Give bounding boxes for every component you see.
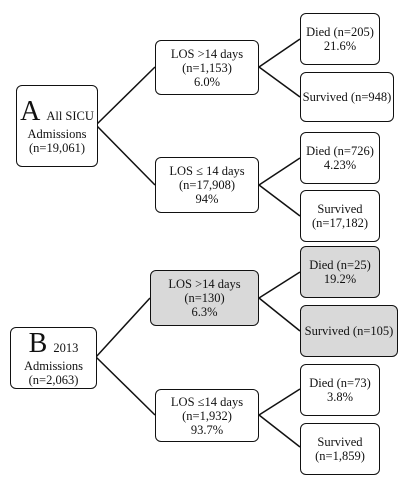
panel-a-short-stay-box: LOS ≤ 14 days (n=17,908) 94% bbox=[155, 157, 259, 213]
connector-b-long-survived bbox=[258, 297, 301, 332]
panel-a-long-stay-percent: 6.0% bbox=[193, 74, 221, 89]
panel-b-short-stay-count: (n=1,932) bbox=[182, 408, 232, 423]
panel-a-short-died-percent: 4.23% bbox=[323, 158, 357, 172]
panel-a-short-died-count: Died (n=726) bbox=[306, 144, 374, 158]
panel-b-root-box: B 2013 Admissions (n=2,063) bbox=[10, 327, 97, 389]
panel-a-long-stay-count: (n=1,153) bbox=[182, 60, 232, 75]
panel-a-long-stay-box: LOS >14 days (n=1,153) 6.0% bbox=[155, 40, 259, 95]
panel-b-short-survived-box: Survived (n=1,859) bbox=[300, 423, 380, 475]
panel-a-short-stay-count: (n=17,908) bbox=[179, 178, 235, 192]
panel-a-root-box: A All SICU Admissions (n=19,061) bbox=[16, 85, 98, 167]
panel-a-root-line3: (n=19,061) bbox=[29, 141, 85, 155]
panel-a-long-stay-label: LOS >14 days bbox=[170, 46, 244, 61]
panel-b-short-died-percent: 3.8% bbox=[326, 390, 354, 404]
panel-b-letter: B bbox=[28, 328, 48, 359]
panel-a-long-died-count: Died (n=205) bbox=[306, 25, 374, 39]
panel-b-root-heading: B 2013 bbox=[29, 329, 79, 359]
connector-a-short-died bbox=[258, 157, 301, 186]
connector-a-long-survived bbox=[258, 66, 301, 98]
panel-b-long-died-box: Died (n=25) 19.2% bbox=[300, 246, 380, 298]
panel-b-long-died-percent: 19.2% bbox=[323, 272, 357, 286]
connector-b-short-survived bbox=[258, 414, 301, 448]
panel-b-short-stay-box: LOS ≤14 days (n=1,932) 93.7% bbox=[155, 389, 259, 442]
panel-a-short-survived-label: Survived bbox=[317, 202, 363, 216]
panel-b-long-survived-box: Survived (n=105) bbox=[300, 305, 398, 357]
panel-a-long-died-box: Died (n=205) 21.6% bbox=[300, 13, 380, 65]
panel-b-root-line3: (n=2,063) bbox=[28, 373, 79, 387]
panel-b-long-stay-count: (n=130) bbox=[184, 291, 225, 305]
connector-b-long-died bbox=[258, 271, 301, 299]
panel-b-short-died-box: Died (n=73) 3.8% bbox=[300, 364, 380, 416]
connector-a-long-died bbox=[258, 38, 301, 68]
panel-b-root-line2: Admissions bbox=[23, 359, 84, 373]
panel-b-long-died-count: Died (n=25) bbox=[309, 258, 371, 272]
panel-a-letter: A bbox=[20, 96, 41, 127]
connector-b-short-died bbox=[258, 388, 301, 416]
panel-a-root-heading: A All SICU bbox=[20, 97, 94, 127]
connector-a-short-survived bbox=[258, 184, 301, 217]
panel-a-long-survived-box: Survived (n=948) bbox=[300, 72, 394, 122]
connector-a-root-long bbox=[95, 66, 156, 126]
panel-b-short-stay-percent: 93.7% bbox=[190, 422, 224, 437]
panel-a-short-stay-percent: 94% bbox=[195, 192, 219, 206]
panel-b-short-survived-count: (n=1,859) bbox=[315, 449, 365, 463]
panel-b-short-died-count: Died (n=73) bbox=[309, 376, 371, 390]
connector-b-root-short bbox=[95, 356, 156, 416]
panel-a-long-died-percent: 21.6% bbox=[323, 39, 357, 53]
panel-a-root-label: All SICU bbox=[46, 109, 94, 123]
panel-b-short-survived-label: Survived bbox=[317, 435, 363, 449]
panel-b-long-stay-label: LOS >14 days bbox=[168, 277, 241, 291]
connector-a-root-short bbox=[95, 124, 156, 186]
panel-a-short-survived-count: (n=17,182) bbox=[312, 216, 368, 230]
panel-a-short-survived-box: Survived (n=17,182) bbox=[300, 190, 380, 242]
panel-a-short-died-box: Died (n=726) 4.23% bbox=[300, 132, 380, 184]
panel-b-long-stay-percent: 6.3% bbox=[191, 305, 218, 319]
panel-a-short-stay-label: LOS ≤ 14 days bbox=[169, 164, 245, 178]
panel-a-long-survived-count: Survived (n=948) bbox=[302, 90, 392, 104]
panel-b-short-stay-label: LOS ≤14 days bbox=[170, 394, 244, 409]
connector-b-root-long bbox=[95, 297, 151, 358]
panel-a-root-line2: Admissions bbox=[27, 127, 87, 141]
panel-b-long-stay-box: LOS >14 days (n=130) 6.3% bbox=[150, 270, 259, 326]
panel-b-long-survived-count: Survived (n=105) bbox=[304, 324, 394, 338]
panel-b-root-label: 2013 bbox=[53, 341, 79, 355]
